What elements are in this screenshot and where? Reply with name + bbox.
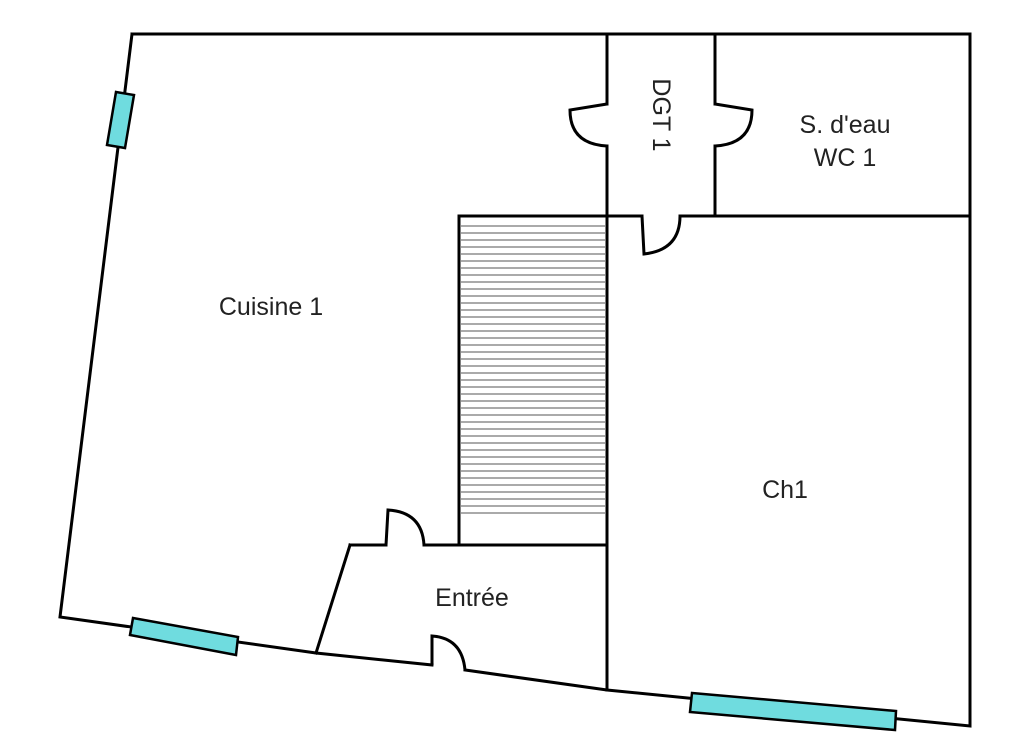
door-dgt-left	[568, 102, 608, 148]
window-cuisine-left	[105, 90, 136, 150]
door-cuisine-entree	[384, 508, 426, 546]
outer-wall-top-right	[130, 32, 972, 728]
label-wc: WC 1	[814, 144, 877, 172]
label-cuisine: Cuisine 1	[219, 293, 323, 321]
label-entree: Entrée	[435, 584, 509, 612]
windows	[105, 90, 898, 732]
room-labels: Cuisine 1 DGT 1 S. d'eau WC 1 Ch1 Entrée	[219, 78, 891, 612]
door-dgt-right	[714, 102, 754, 148]
window-cuisine-bottom	[128, 616, 240, 657]
interior-walls	[314, 32, 972, 692]
label-sdeau: S. d'eau	[800, 111, 891, 139]
door-ch1	[640, 215, 682, 256]
label-ch1: Ch1	[762, 476, 808, 504]
doors	[384, 102, 754, 671]
entree-left-wall	[314, 543, 352, 655]
door-entrance	[430, 634, 467, 671]
staircase	[461, 225, 605, 514]
label-dgt: DGT 1	[647, 78, 675, 151]
stair-walls	[457, 214, 609, 547]
window-ch1-bottom	[688, 691, 898, 732]
